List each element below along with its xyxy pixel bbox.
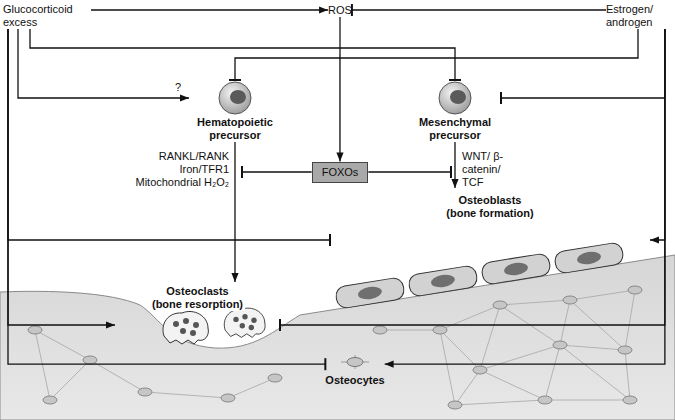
osteocyte-icon (340, 354, 370, 370)
osteoclast-region: Osteoclasts (bone resorption) (115, 282, 280, 352)
osteocyte-network (28, 286, 642, 409)
cell-icon (437, 80, 473, 116)
cell-icon (217, 80, 253, 116)
pathway-label: Iron/TFR1 (179, 163, 229, 176)
foxo-box: FOXOs (312, 162, 369, 183)
node-label: Glucocorticoid excess (3, 3, 91, 29)
activation-arrow (385, 29, 665, 364)
node-label: ROS (328, 4, 352, 17)
inhibition-connector (30, 29, 455, 80)
activation-arrow (234, 142, 235, 282)
factor-label: ROS (328, 4, 352, 17)
activation-arrow (91, 9, 328, 10)
edge-label: ? (175, 81, 181, 94)
osteoclast-cells (163, 308, 265, 344)
inhibition-connector (501, 29, 665, 98)
node-label: FOXOs (322, 166, 359, 179)
inhibition-connector (242, 171, 312, 172)
factor-label: Estrogen/ androgen (606, 3, 670, 29)
node-label: Osteoblasts (bone formation) (443, 194, 537, 220)
inhibition-connector (8, 29, 330, 240)
factor-label: Glucocorticoid excess (3, 3, 91, 29)
node-label: Osteoclasts (bone resorption) (151, 285, 245, 311)
inhibition-connector (8, 29, 325, 364)
inhibition-connector (280, 29, 665, 325)
pathway-label: RANKL/RANK (159, 150, 229, 163)
activation-arrow (650, 29, 665, 240)
inhibition-connector (368, 171, 451, 172)
osteoblast-region: Osteoblasts (bone formation) (330, 188, 650, 290)
activation-arrow (8, 29, 115, 325)
activation-arrow (454, 142, 455, 188)
bone-matrix (0, 255, 675, 420)
node-label: Estrogen/ androgen (606, 3, 670, 29)
node-label: Hematopoietic precursor (189, 116, 281, 142)
inhibition-connector (235, 29, 638, 80)
node-label: Osteocytes (325, 374, 384, 387)
activation-arrow (339, 17, 340, 162)
activation-arrow (18, 29, 189, 98)
node-label: Mesenchymal precursor (409, 116, 501, 142)
pathway-label: Mitochondrial H₂O₂ (135, 176, 229, 189)
precursor-cell: Hematopoietic precursor (189, 80, 281, 142)
inhibition-connector (352, 9, 606, 10)
precursor-cell: Mesenchymal precursor (409, 80, 501, 142)
osteocyte-cell: Osteocytes (325, 354, 384, 388)
osteoblast-cells (335, 242, 625, 309)
pathway-label: WNT/ β-catenin/ TCF (462, 150, 520, 189)
